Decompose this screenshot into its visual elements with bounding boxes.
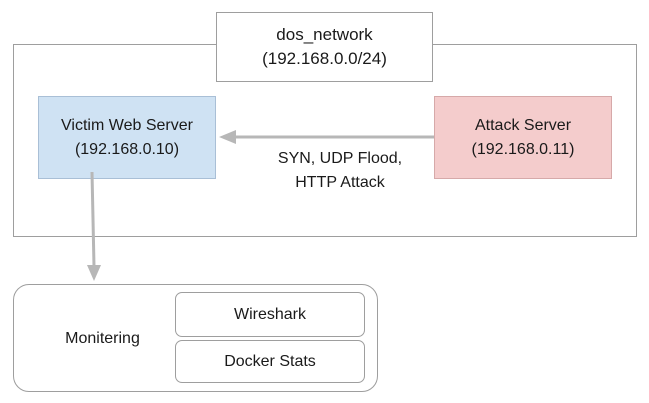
tool-docker-stats: Docker Stats [175, 340, 365, 383]
tool-docker-stats-label: Docker Stats [224, 352, 316, 370]
monitor-arrow-head [87, 265, 101, 281]
monitoring-label: Monitering [40, 324, 165, 354]
monitoring-label-text: Monitering [65, 330, 140, 347]
victim-server-node: Victim Web Server (192.168.0.10) [38, 96, 216, 179]
attack-server-node: Attack Server (192.168.0.11) [434, 96, 612, 179]
network-subnet: (192.168.0.0/24) [262, 49, 387, 68]
attack-server-name: Attack Server [474, 116, 572, 134]
tool-wireshark-label: Wireshark [233, 305, 306, 323]
tool-wireshark: Wireshark [175, 292, 365, 337]
victim-server-name: Victim Web Server [61, 116, 193, 134]
network-label: dos_network (192.168.0.0/24) [216, 12, 433, 82]
attack-edge-label: SYN, UDP Flood, HTTP Attack [250, 146, 430, 196]
attack-edge-label-line-1: SYN, UDP Flood, [277, 150, 403, 167]
attack-edge-label-line-2: HTTP Attack [295, 174, 385, 191]
attack-server-ip: (192.168.0.11) [471, 140, 575, 158]
victim-server-ip: (192.168.0.10) [74, 140, 180, 158]
network-name: dos_network [276, 25, 373, 44]
